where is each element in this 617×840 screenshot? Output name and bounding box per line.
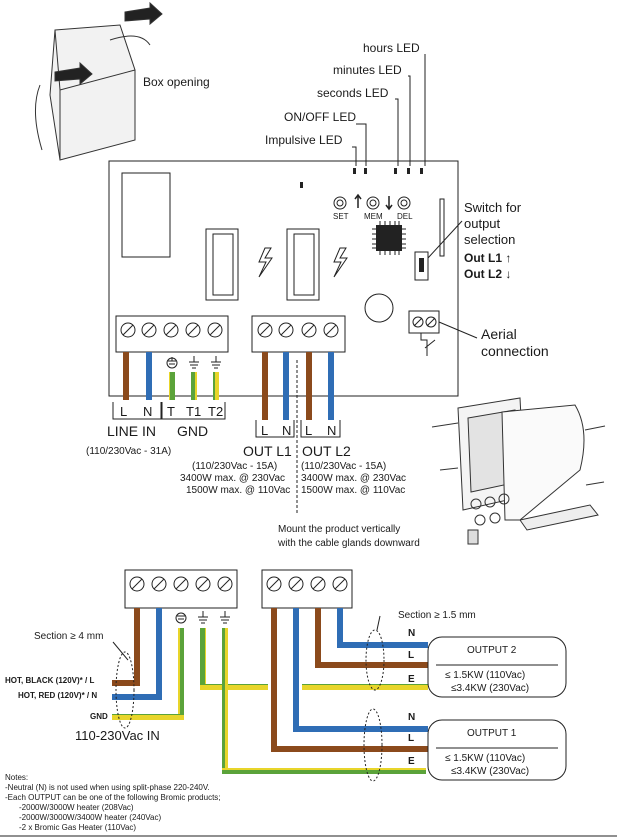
lightning-icon — [333, 247, 348, 278]
terminal-l-label: L — [120, 404, 128, 419]
output1-n-label: N — [408, 712, 416, 723]
set-label: SET — [333, 212, 349, 221]
output1-e-label: E — [408, 756, 415, 767]
output-terminal-block — [251, 315, 346, 353]
out1-spec-a: (110/230Vac - 15A) — [192, 461, 278, 472]
out2-spec-a: (110/230Vac - 15A) — [301, 461, 387, 472]
output-2-box — [427, 636, 567, 698]
output2-e-label: E — [408, 674, 415, 685]
buzzer — [364, 293, 394, 323]
set-button — [333, 196, 347, 210]
note-item: -2 x Bromic Gas Heater (110Vac) — [19, 823, 137, 832]
output1-spec1: ≤ 1.5KW (110Vac) — [445, 753, 526, 764]
note-item: -2000W/3000W/3400W heater (240Vac) — [19, 813, 162, 822]
led-leader-lines — [352, 54, 426, 166]
out-l1-n-label: N — [282, 423, 292, 438]
hot-black-label: HOT, BLACK (120V)* / L — [5, 676, 95, 685]
impulsive-led-label: Impulsive LED — [265, 133, 343, 147]
notes: Notes: -Neutral (N) is not used when usi… — [5, 773, 221, 833]
hot-red-label: HOT, RED (120V)* / N — [18, 691, 98, 700]
output2-l-label: L — [408, 650, 415, 661]
switch-label-line3: selection — [464, 232, 516, 247]
section-1-5mm-label: Section ≥ 1.5 mm — [398, 610, 476, 621]
enclosure-mounting-illustration — [431, 397, 606, 545]
box-opening-label: Box opening — [143, 75, 210, 89]
out1-spec-c: 1500W max. @ 110Vac — [186, 485, 291, 496]
note-item: -2000W/3000W heater (208Vac) — [19, 803, 134, 812]
arrow-down-icon — [385, 196, 393, 211]
gnd-label: GND — [177, 423, 209, 439]
hours-led-label: hours LED — [363, 41, 420, 55]
output2-spec1: ≤ 1.5KW (110Vac) — [445, 670, 526, 681]
input-wires — [112, 608, 426, 774]
ground-symbols — [166, 356, 221, 369]
output2-n-label: N — [408, 628, 416, 639]
output2-spec2: ≤3.4KW (230Vac) — [451, 683, 530, 694]
output2-title: OUTPUT 2 — [467, 645, 517, 656]
output1-l-label: L — [408, 733, 415, 744]
note-item: -Each OUTPUT can be one of the following… — [5, 793, 221, 802]
output-wires — [271, 608, 428, 752]
relay-2 — [286, 228, 320, 301]
gnd-wire-label: GND — [90, 712, 108, 721]
out-l2-label: OUT L2 — [302, 443, 351, 459]
mount-note-line2: with the cable glands downward — [278, 538, 420, 549]
aerial-label-line1: Aerial — [481, 326, 517, 342]
section-4mm-label: Section ≥ 4 mm — [34, 631, 104, 642]
out2-spec-c: 1500W max. @ 110Vac — [301, 485, 406, 496]
switch-out-l2: Out L2 ↓ — [464, 267, 512, 281]
out1-spec-b: 3400W max. @ 230Vac — [180, 473, 286, 484]
terminal-t2-label: T2 — [208, 404, 224, 419]
output-terminal-block-bottom — [261, 569, 353, 609]
out2-spec-b: 3400W max. @ 230Vac — [301, 473, 407, 484]
relay-1 — [205, 228, 239, 301]
line-in-terminal-block-bottom — [124, 569, 238, 609]
mem-button — [366, 196, 380, 210]
switch-label-line2: output — [464, 216, 501, 231]
vac-in-label: 110-230Vac IN — [75, 728, 160, 743]
notes-title: Notes: — [5, 773, 29, 782]
out-l2-l-label: L — [305, 423, 313, 438]
output-1-box — [427, 719, 567, 781]
transformer-block — [121, 172, 171, 258]
section-markers — [115, 629, 385, 782]
output1-title: OUTPUT 1 — [467, 728, 517, 739]
del-label: DEL — [397, 212, 413, 221]
line-in-label: LINE IN — [107, 423, 157, 439]
note-item: -Neutral (N) is not used when using spli… — [5, 783, 210, 792]
output-selector-switch — [414, 251, 429, 281]
terminal-t1-label: T1 — [186, 404, 202, 419]
led-row — [353, 168, 423, 174]
out-l2-n-label: N — [327, 423, 337, 438]
mem-label: MEM — [364, 212, 383, 221]
arrow-up-icon — [354, 193, 362, 208]
aerial-label-line2: connection — [481, 343, 549, 359]
output1-spec2: ≤3.4KW (230Vac) — [451, 766, 530, 777]
seconds-led-label: seconds LED — [317, 86, 389, 100]
terminal-t-label: T — [167, 404, 175, 419]
onoff-led-label: ON/OFF LED — [284, 110, 357, 124]
lightning-icon — [258, 247, 273, 278]
out-l1-label: OUT L1 — [243, 443, 292, 459]
minutes-led-label: minutes LED — [333, 63, 402, 77]
switch-label-line1: Switch for — [464, 200, 522, 215]
out-l1-l-label: L — [261, 423, 269, 438]
box-opening-illustration — [34, 1, 163, 161]
del-button — [397, 196, 411, 210]
line-in-spec: (110/230Vac - 31A) — [86, 446, 172, 457]
switch-out-l1: Out L1 ↑ — [464, 251, 512, 265]
mount-note-line1: Mount the product vertically — [278, 524, 401, 535]
terminal-n-label: N — [143, 404, 153, 419]
